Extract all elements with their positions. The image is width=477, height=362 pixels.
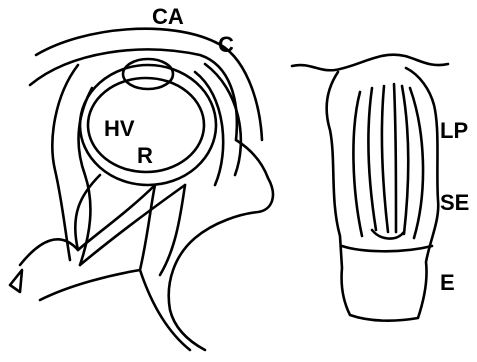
right-strand-1 <box>195 72 223 185</box>
inner-strand-b <box>160 185 185 275</box>
left-panel <box>10 29 273 350</box>
inner-strand-3 <box>394 84 396 232</box>
right-panel <box>292 55 448 321</box>
label-ca: CA <box>152 4 184 29</box>
label-r: R <box>137 143 153 168</box>
label-se: SE <box>440 190 469 215</box>
lower-contour-2 <box>40 270 190 350</box>
inner-strand-1 <box>369 88 376 230</box>
label-hv: HV <box>104 116 135 141</box>
shoulder-line <box>342 246 432 251</box>
label-c: C <box>218 32 234 57</box>
label-lp: LP <box>440 118 468 143</box>
lens <box>123 59 173 89</box>
inner-strand-2 <box>382 86 388 232</box>
top-wave <box>292 55 448 71</box>
inner-strand-4 <box>402 86 408 234</box>
label-e: E <box>440 270 455 295</box>
inner-right-lobe <box>410 88 423 238</box>
small-triangle <box>10 270 22 292</box>
inner-left-lobe <box>353 92 362 236</box>
